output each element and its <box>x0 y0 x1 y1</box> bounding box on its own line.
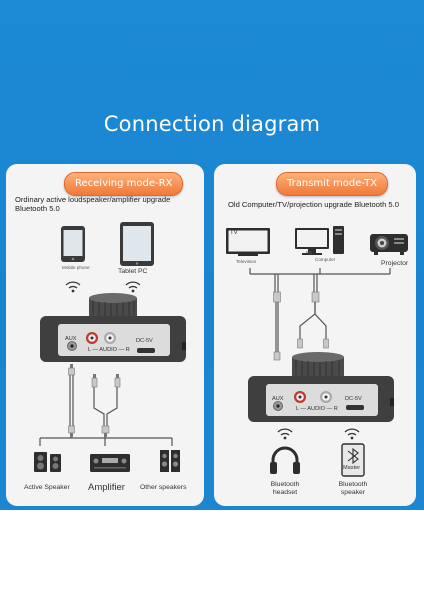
projector-icon <box>370 234 408 255</box>
computer-icon <box>295 226 344 255</box>
source-cables <box>249 268 391 352</box>
active-speaker-label: Active Speaker <box>24 484 70 491</box>
phone-label: Mobile phone <box>62 265 90 270</box>
bluetooth-speaker-icon <box>341 443 365 477</box>
transmit-mode-badge: Transmit mode-TX <box>276 172 389 196</box>
volume-knob-icon <box>89 293 137 320</box>
television-icon <box>226 228 270 256</box>
receiving-diagram <box>34 222 186 472</box>
dc-port-label: DC-5V <box>136 338 153 344</box>
receiver-device <box>40 316 186 362</box>
headset-label: Bluetooth headset <box>270 481 300 496</box>
tv-badge: TV <box>230 230 238 236</box>
audio-port-label: L — AUDIO — R <box>88 347 130 353</box>
active-speaker-icon <box>34 452 61 472</box>
projector-label: Projector <box>381 260 409 267</box>
speaker-label: Bluetooth speaker <box>338 481 368 496</box>
computer-label: Computer <box>315 257 336 262</box>
transmit-diagram <box>226 226 408 477</box>
wifi-signal-icon <box>65 281 141 289</box>
transmitter-device <box>248 376 394 422</box>
dc-port-label: DC-5V <box>345 396 362 402</box>
page-footer-blank <box>0 510 424 600</box>
pc-badge: PB <box>306 250 313 255</box>
receiving-mode-badge: Receiving mode-RX <box>64 172 184 196</box>
receiving-mode-panel: Receiving mode-RX Ordinary active loudsp… <box>6 164 204 506</box>
transmit-mode-panel: Transmit mode-TX Old Computer/TV/project… <box>214 164 416 506</box>
amplifier-label: Amplifier <box>88 482 125 493</box>
television-label: Television <box>236 259 257 264</box>
speaker-badge: Master <box>343 465 361 471</box>
page-title: Connection diagram <box>103 112 321 136</box>
aux-port-label: AUX <box>272 396 284 402</box>
tablet-label: Tablet PC <box>118 268 148 275</box>
volume-knob-icon <box>292 352 344 380</box>
amplifier-icon <box>90 454 130 472</box>
receiving-description: Ordinary active loudspeaker/amplifier up… <box>15 195 171 213</box>
transmit-description: Old Computer/TV/projection upgrade Bluet… <box>228 200 399 209</box>
other-speakers-label: Other speakers <box>140 484 187 491</box>
headset-icon <box>271 446 299 467</box>
audio-port-label: L — AUDIO — R <box>296 406 338 412</box>
tower-speakers-icon <box>160 450 180 472</box>
tablet-icon <box>120 222 154 266</box>
phone-icon <box>61 226 85 262</box>
aux-port-label: AUX <box>65 336 77 342</box>
wifi-signal-icon <box>277 428 360 436</box>
